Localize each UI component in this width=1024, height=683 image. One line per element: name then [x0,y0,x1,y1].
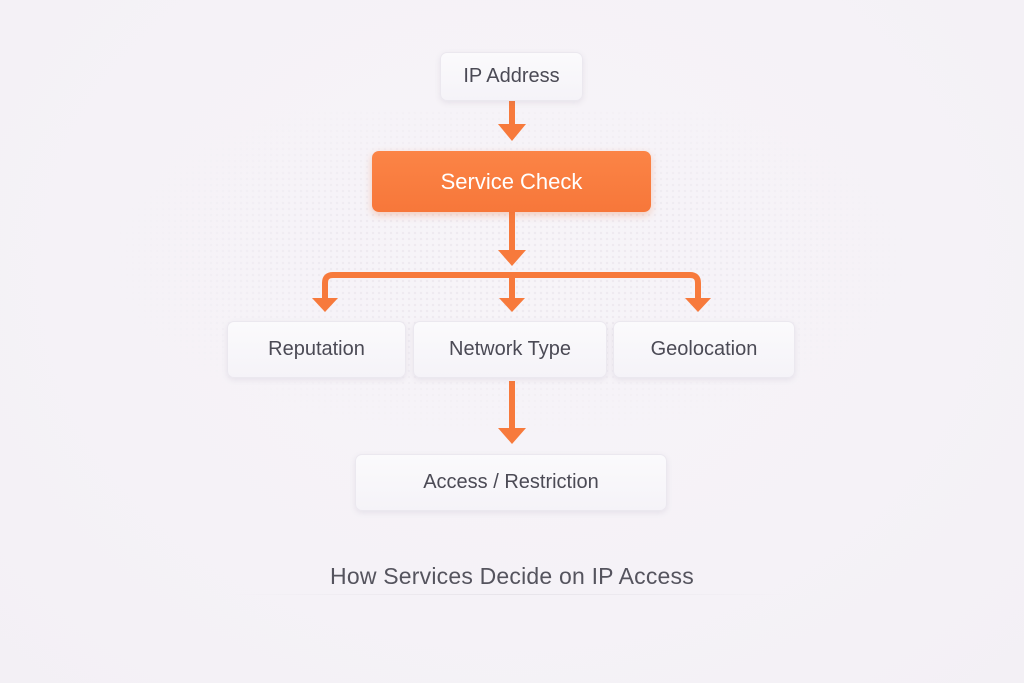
title-underline [230,594,790,595]
arrow-to-network-type [499,298,525,312]
node-label: Access / Restriction [423,471,599,493]
arrow-ip-to-check [498,101,526,141]
arrow-check-to-branch [498,212,526,266]
arrow-to-geolocation [685,298,711,312]
node-label: Service Check [440,168,583,194]
node-label: Geolocation [650,338,758,360]
node-service-check: Service Check [372,151,651,212]
arrow-network-to-access [498,381,526,444]
node-ip-address: IP Address [440,52,583,101]
node-network-type: Network Type [413,321,607,378]
node-reputation: Reputation [227,321,406,378]
arrow-to-reputation [312,298,338,312]
node-access-restriction: Access / Restriction [355,454,667,511]
node-label: Network Type [449,338,571,360]
diagram-title: How Services Decide on IP Access [330,563,694,589]
node-geolocation: Geolocation [613,321,795,378]
node-label: Reputation [268,338,365,360]
node-label: IP Address [463,65,560,87]
